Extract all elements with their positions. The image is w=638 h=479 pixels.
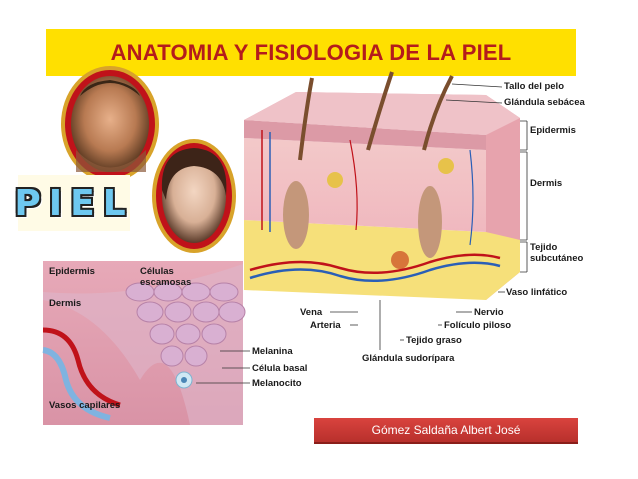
label-glandula-sudoripara: Glándula sudorípara bbox=[362, 353, 454, 364]
inset-label-dermis: Dermis bbox=[49, 298, 81, 309]
portrait-woman bbox=[152, 139, 236, 253]
label-dermis: Dermis bbox=[530, 178, 562, 189]
label-arteria: Arteria bbox=[310, 320, 341, 331]
inset-label-melanocito: Melanocito bbox=[252, 378, 302, 389]
author-box: Gómez Saldaña Albert José bbox=[314, 418, 578, 444]
label-vaso-linfatico: Vaso linfático bbox=[506, 287, 567, 298]
label-tejido-graso: Tejido graso bbox=[406, 335, 462, 346]
label-tejido-subcutaneo: Tejido subcutáneo bbox=[530, 242, 592, 264]
label-foliculo-piloso: Folículo piloso bbox=[444, 320, 511, 331]
label-vena: Vena bbox=[300, 307, 322, 318]
label-glandula-sebacea: Glándula sebácea bbox=[504, 97, 585, 108]
author-name: Gómez Saldaña Albert José bbox=[372, 423, 521, 437]
piel-word-text: PIEL bbox=[14, 183, 133, 224]
skin-cross-section bbox=[244, 72, 520, 300]
piel-word: PIEL bbox=[24, 180, 124, 226]
inset-label-epidermis: Epidermis bbox=[49, 266, 95, 277]
label-tallo-pelo: Tallo del pelo bbox=[504, 81, 564, 92]
label-nervio: Nervio bbox=[474, 307, 504, 318]
label-epidermis: Epidermis bbox=[530, 125, 576, 136]
inset-label-melanina: Melanina bbox=[252, 346, 293, 357]
portrait-man bbox=[61, 66, 159, 182]
inset-label-vasos-capilares: Vasos capilares bbox=[49, 400, 120, 411]
inset-label-celula-basal: Célula basal bbox=[252, 363, 307, 374]
inset-label-celulas-escamosas: Células escamosas bbox=[140, 266, 210, 288]
